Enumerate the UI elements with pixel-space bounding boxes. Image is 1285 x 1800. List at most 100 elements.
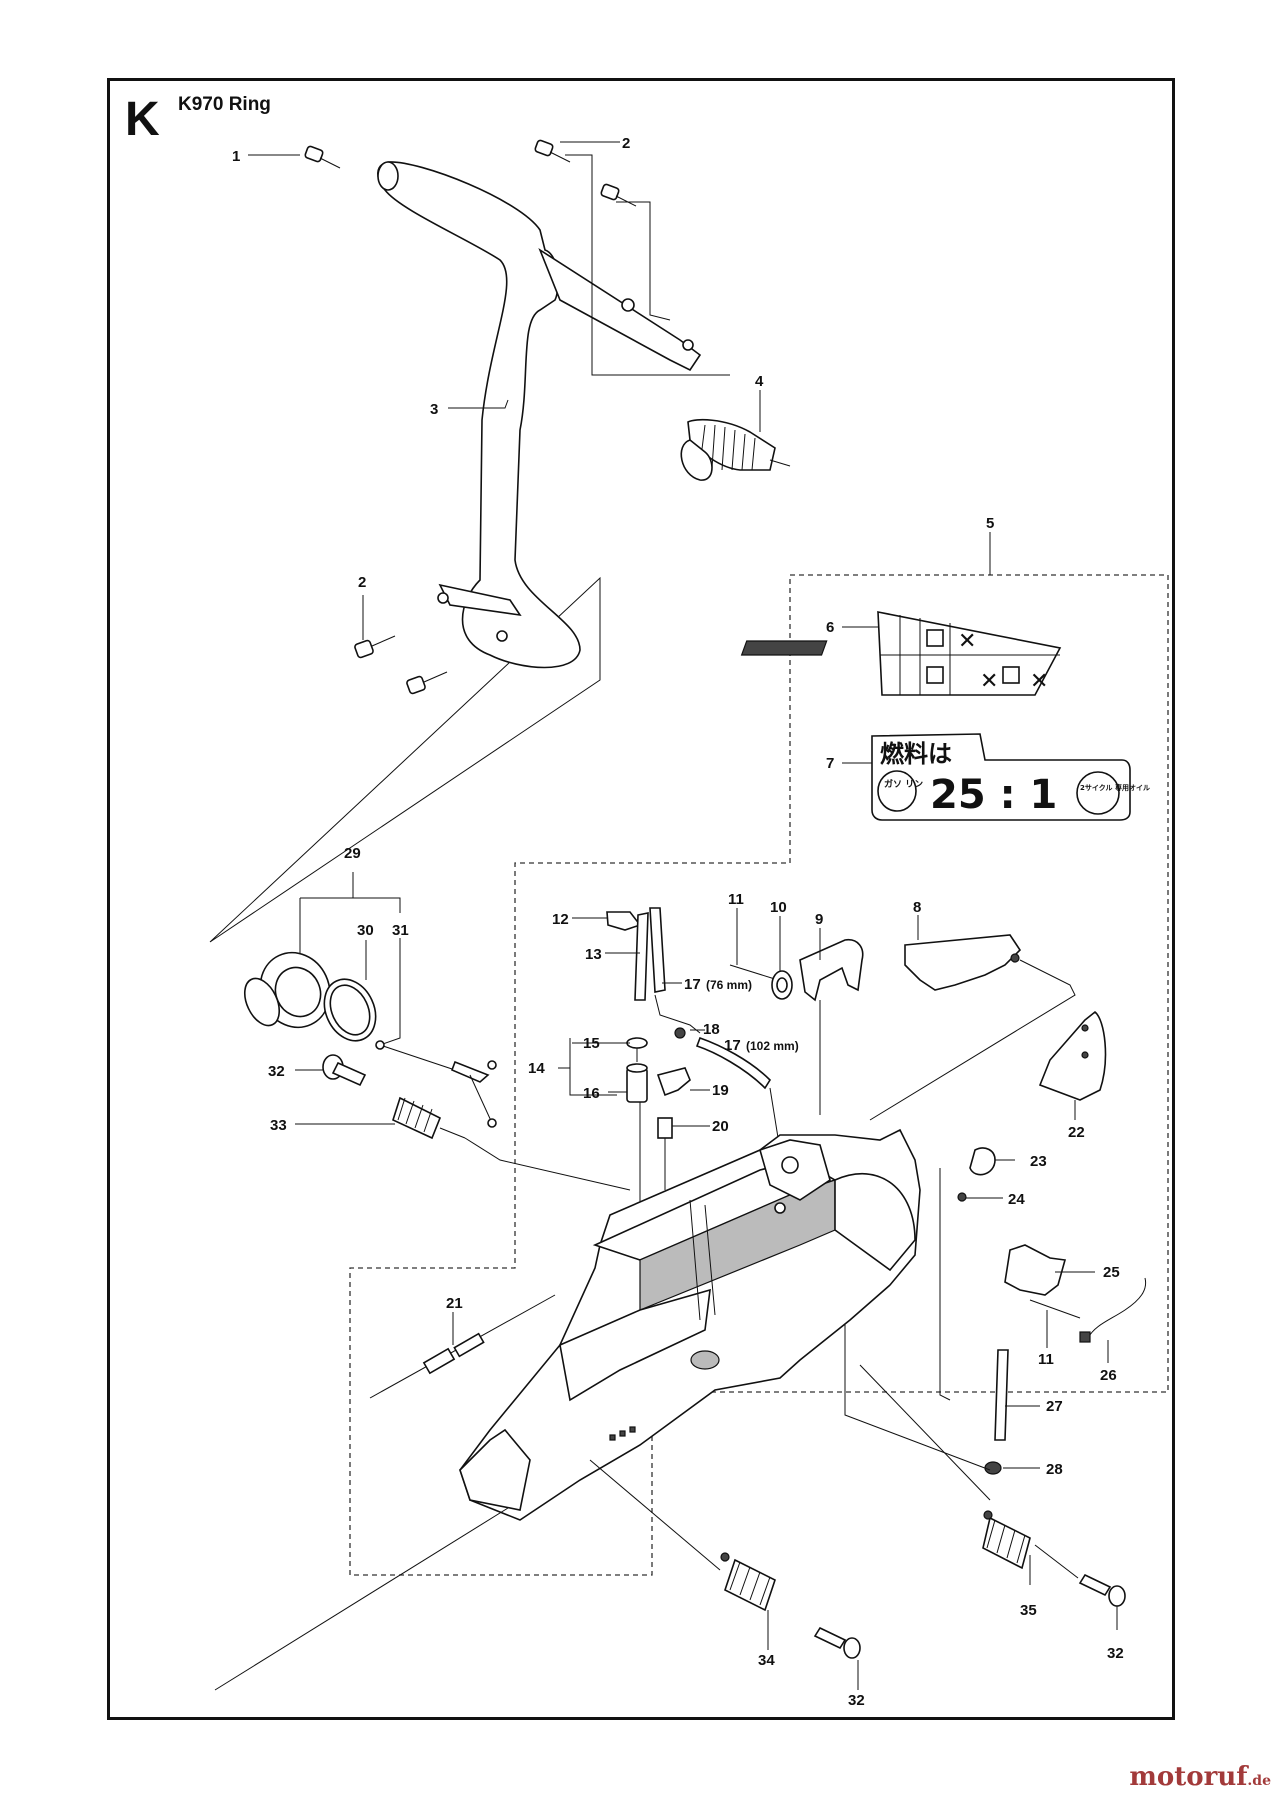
pin-11-lower: [1029, 1299, 1081, 1319]
spring-10: [771, 970, 793, 1000]
callout-14: 14: [528, 1060, 545, 1077]
svg-text:✕: ✕: [1030, 669, 1048, 694]
screw-1: [304, 145, 341, 169]
fuel-cap-strap: [375, 1040, 497, 1128]
screw-2-lower: [354, 635, 448, 695]
callout-4: 4: [755, 373, 764, 390]
callout-20: 20: [712, 1118, 729, 1135]
callout-8: 8: [913, 899, 921, 916]
leader-3: [448, 399, 509, 409]
callout-21: 21: [446, 1295, 463, 1312]
callout-17-b-length: (102 mm): [746, 1039, 799, 1053]
group-5-dashed-outline: [349, 574, 1169, 1576]
screw-2-top-b: [600, 183, 637, 207]
callout-34: 34: [758, 1652, 775, 1669]
svg-text:✕: ✕: [980, 669, 998, 694]
watermark-name: motoruf: [1129, 1762, 1248, 1792]
site-watermark: motoruf.de: [1129, 1762, 1271, 1792]
fuel-hose-17b: [695, 1036, 772, 1090]
callout-17-a: 17: [684, 976, 701, 993]
decal-6: START ✕ ✕ ✕: [740, 611, 1062, 696]
hose-27: [994, 1349, 1009, 1441]
callout-35: 35: [1020, 1602, 1037, 1619]
decal-7-right-badge: 2サイクル 専用オイル: [1080, 783, 1150, 792]
screw-2-top: [534, 139, 571, 163]
grommet-23: [969, 1147, 996, 1176]
fuel-filter-16: [626, 1063, 648, 1103]
callout-31: 31: [392, 922, 409, 939]
fuel-hose-13: [634, 907, 666, 1001]
callout-24: 24: [1008, 1191, 1025, 1208]
handle-bar: [377, 161, 702, 669]
callout-6: 6: [826, 619, 834, 636]
screw-24: [957, 1192, 967, 1202]
callout-11-lower: 11: [1038, 1351, 1054, 1368]
cover-22: [1038, 1010, 1107, 1101]
callout-19: 19: [712, 1082, 729, 1099]
throttle-cable-21: [369, 1294, 556, 1399]
handle-cover-8: [904, 934, 1022, 991]
seal-ring-31: [323, 978, 377, 1042]
anti-vibration-spring-4: [680, 418, 791, 481]
callout-2-top: 2: [622, 135, 630, 152]
decal-6-start-label: START: [985, 644, 1025, 657]
svg-text:✕: ✕: [958, 629, 976, 654]
screw-32-right: [1078, 1573, 1126, 1607]
callout-22: 22: [1068, 1124, 1085, 1141]
screw-32-bottom: [813, 1626, 861, 1659]
watermark-tld: .de: [1247, 1773, 1271, 1789]
callout-30: 30: [357, 922, 374, 939]
callout-27: 27: [1046, 1398, 1063, 1415]
spring-34: [720, 1552, 776, 1612]
screw-32-left: [322, 1054, 367, 1087]
callout-10: 10: [770, 899, 787, 916]
callout-28: 28: [1046, 1461, 1063, 1478]
decal-7: 燃料は ガソ リン 25 : 1 2サイクル 専用オイル: [871, 733, 1150, 821]
callout-7: 7: [826, 755, 834, 772]
callout-1: 1: [232, 148, 240, 165]
pin-11-top: [729, 964, 779, 981]
throttle-trigger-9: [799, 938, 864, 1002]
callout-32-bottom: 32: [848, 1692, 865, 1709]
callout-26: 26: [1100, 1367, 1117, 1384]
callout-25: 25: [1103, 1264, 1120, 1281]
callout-15: 15: [583, 1035, 600, 1052]
callout-5: 5: [986, 515, 994, 532]
callout-9: 9: [815, 911, 823, 928]
handle-region-outline: [209, 576, 601, 943]
fitting-18: [674, 1027, 686, 1039]
spring-33-left: [392, 1096, 466, 1140]
elbow-19: [656, 1067, 691, 1097]
callout-29: 29: [344, 845, 361, 862]
decal-7-ratio: 25 : 1: [930, 772, 1057, 818]
bracket-25: [1004, 1244, 1067, 1296]
callout-12: 12: [552, 911, 569, 928]
callout-17-a-length: (76 mm): [706, 978, 752, 992]
section-letter: K: [125, 93, 160, 146]
decal-7-left-badge: ガソ リン: [884, 778, 923, 790]
leader-29: [300, 897, 401, 913]
callout-32-left: 32: [268, 1063, 285, 1080]
nipple-20: [657, 1117, 673, 1139]
stop-switch-26: [1079, 1277, 1147, 1343]
callout-32-right: 32: [1107, 1645, 1124, 1662]
callout-23: 23: [1030, 1153, 1047, 1170]
model-title: K970 Ring: [178, 94, 271, 115]
fuel-cap-30: [243, 951, 331, 1029]
callout-3: 3: [430, 401, 438, 418]
callout-17-b: 17: [724, 1037, 741, 1054]
fuel-tank-housing: [459, 1128, 921, 1521]
lead-tank-left: [214, 1507, 509, 1691]
diagram-frame: [107, 78, 1175, 1720]
decal-7-title: 燃料は: [880, 740, 952, 768]
callout-2-lower: 2: [358, 574, 366, 591]
callout-13: 13: [585, 946, 602, 963]
nut-28: [984, 1461, 1002, 1475]
leader-2-handle: [565, 154, 730, 376]
callout-11-top: 11: [728, 891, 744, 908]
spring-35: [982, 1510, 1031, 1570]
callout-18: 18: [703, 1021, 720, 1038]
clip-12: [606, 911, 642, 931]
leader-2-clamp: [616, 201, 671, 321]
